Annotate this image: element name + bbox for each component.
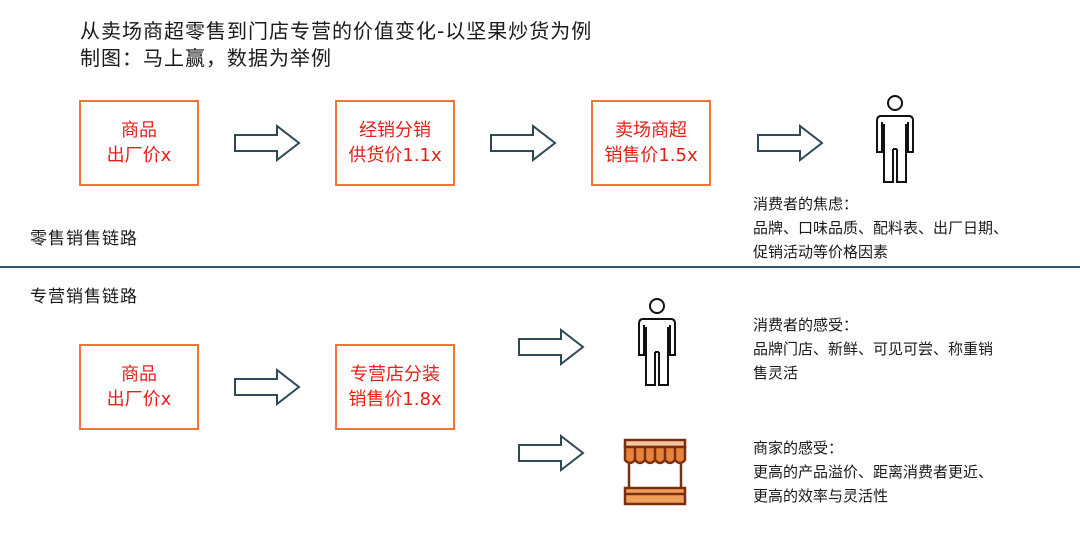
person-icon: [876, 95, 914, 183]
store-stall-icon: [623, 438, 687, 506]
diagram-title: 从卖场商超零售到门店专营的价值变化-以坚果炒货为例: [80, 19, 593, 43]
arrow-right-icon: [757, 124, 824, 162]
retail-chain-label: 零售销售链路: [30, 229, 138, 249]
retail-box-distribution: 经销分销 供货价1.1x: [335, 100, 455, 186]
person-icon: [638, 298, 676, 386]
retail-consumer-note: 消费者的焦虑： 品牌、口味品质、配料表、出厂日期、 促销活动等价格因素: [753, 192, 1008, 264]
retail-box-supermarket-line2: 销售价1.5x: [604, 145, 698, 166]
section-divider: [0, 266, 1080, 268]
arrow-right-icon: [234, 368, 301, 406]
retail-consumer-note-line2: 促销活动等价格因素: [753, 243, 889, 261]
specialty-box-product: 商品 出厂价x: [79, 344, 199, 430]
arrow-right-icon: [518, 328, 585, 366]
retail-box-product-line2: 出厂价x: [106, 145, 172, 166]
specialty-consumer-note: 消费者的感受： 品牌门店、新鲜、可见可尝、称重销 售灵活: [753, 313, 993, 385]
arrow-right-icon: [234, 124, 301, 162]
merchant-note-title: 商家的感受：: [753, 439, 844, 457]
retail-box-distribution-line2: 供货价1.1x: [348, 145, 442, 166]
retail-box-supermarket: 卖场商超 销售价1.5x: [591, 100, 711, 186]
merchant-note: 商家的感受： 更高的产品溢价、距离消费者更近、 更高的效率与灵活性: [753, 436, 993, 508]
specialty-box-store: 专营店分装 销售价1.8x: [335, 344, 455, 430]
arrow-right-icon: [518, 434, 585, 472]
retail-box-supermarket-line1: 卖场商超: [615, 120, 687, 141]
specialty-box-store-line1: 专营店分装: [350, 364, 440, 385]
specialty-consumer-note-line2: 售灵活: [753, 364, 799, 382]
specialty-consumer-note-title: 消费者的感受：: [753, 316, 859, 334]
specialty-box-store-line2: 销售价1.8x: [348, 389, 442, 410]
specialty-box-product-line1: 商品: [121, 364, 157, 385]
retail-box-distribution-line1: 经销分销: [359, 120, 431, 141]
retail-box-product: 商品 出厂价x: [79, 100, 199, 186]
retail-box-product-line1: 商品: [121, 120, 157, 141]
retail-consumer-note-line1: 品牌、口味品质、配料表、出厂日期、: [753, 219, 1009, 237]
merchant-note-line1: 更高的产品溢价、距离消费者更近、: [753, 463, 994, 481]
arrow-right-icon: [490, 124, 557, 162]
specialty-consumer-note-line1: 品牌门店、新鲜、可见可尝、称重销: [753, 340, 994, 358]
diagram-subtitle: 制图：马上赢，数据为举例: [80, 46, 332, 70]
merchant-note-line2: 更高的效率与灵活性: [753, 487, 889, 505]
specialty-box-product-line2: 出厂价x: [106, 389, 172, 410]
specialty-chain-label: 专营销售链路: [30, 287, 138, 307]
retail-consumer-note-title: 消费者的焦虑：: [753, 195, 859, 213]
